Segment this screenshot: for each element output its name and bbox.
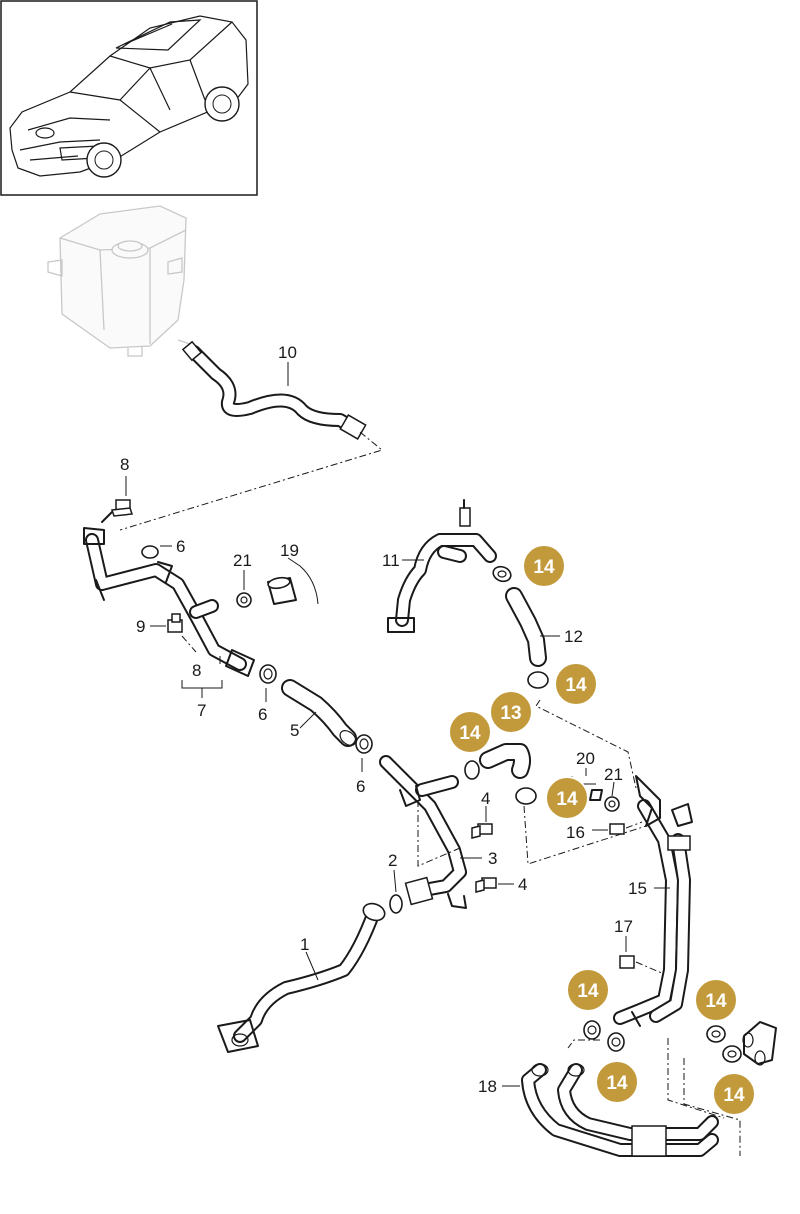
hose-18: 18	[478, 1063, 719, 1157]
label-21-right: 21	[604, 765, 623, 784]
clamp-14-lower-left-1	[583, 1020, 601, 1040]
svg-text:14: 14	[533, 557, 555, 578]
clamp-14-top	[492, 565, 512, 583]
svg-text:14: 14	[705, 991, 727, 1012]
badge-14-d: 14	[545, 776, 589, 820]
svg-text:14: 14	[606, 1073, 628, 1094]
svg-text:14: 14	[577, 981, 599, 1002]
label-5: 5	[290, 721, 299, 740]
label-group-7: 8 7	[181, 656, 223, 720]
clamp-6-top: 6	[141, 537, 185, 559]
label-21-left: 21	[233, 551, 252, 570]
badge-14-a: 14	[522, 544, 566, 588]
connection-line-18	[567, 1038, 741, 1156]
label-1: 1	[300, 935, 309, 954]
hose-10: 10	[181, 340, 367, 440]
svg-text:14: 14	[723, 1085, 745, 1106]
expansion-tank	[47, 205, 191, 357]
clamp-14-lower-right-1	[706, 1025, 726, 1043]
label-11: 11	[382, 551, 400, 570]
clamp-6-lower: 6	[355, 734, 373, 796]
connection-line-13	[523, 805, 647, 865]
hose-5: 5	[281, 679, 357, 747]
label-10: 10	[278, 343, 297, 362]
badge-14-f: 14	[694, 978, 738, 1022]
svg-text:14: 14	[556, 789, 578, 810]
badge-14-g: 14	[595, 1060, 639, 1104]
connection-line-10	[119, 431, 384, 531]
pipe-3: 3	[379, 755, 497, 909]
svg-text:14: 14	[565, 675, 587, 696]
clamp-21-right: 21	[604, 765, 623, 812]
hose-13	[464, 743, 537, 805]
clamp-14-lower-right-2	[722, 1045, 742, 1063]
hose-12: 12	[505, 587, 583, 689]
badge-14-h: 14	[712, 1072, 756, 1116]
pipe-1: 1	[217, 902, 386, 1053]
connection-line-12	[535, 699, 637, 789]
badge-14-c: 14	[448, 710, 492, 754]
vehicle-thumbnail	[0, 0, 258, 196]
bolt-8-top: 8	[101, 455, 134, 523]
label-15: 15	[628, 879, 647, 898]
label-3: 3	[488, 849, 497, 868]
label-7: 7	[197, 701, 206, 720]
fitting-right	[742, 1021, 777, 1066]
badge-14-b: 14	[554, 662, 598, 706]
label-2: 2	[388, 851, 397, 870]
bolt-17: 17	[614, 917, 665, 975]
label-6-top: 6	[176, 537, 185, 556]
label-4-lower: 4	[518, 875, 527, 894]
svg-text:13: 13	[500, 703, 521, 724]
label-20: 20	[576, 749, 595, 768]
label-19: 19	[280, 541, 299, 560]
badge-13: 13	[489, 690, 533, 734]
bolt-9: 9	[136, 613, 197, 653]
hose-19: 19	[267, 541, 319, 605]
bolt-4-lower: 4	[475, 875, 527, 894]
label-4-upper: 4	[481, 789, 490, 808]
label-17: 17	[614, 917, 633, 936]
badge-14-e: 14	[566, 968, 610, 1012]
bolt-4-upper: 4	[471, 789, 493, 839]
bolt-16: 16	[566, 821, 643, 842]
label-16: 16	[566, 823, 585, 842]
pipe-7	[83, 527, 255, 677]
clamp-21-left: 21	[233, 551, 252, 608]
label-6-lower: 6	[356, 777, 365, 796]
svg-text:14: 14	[459, 723, 481, 744]
seal-2: 2	[388, 851, 403, 914]
label-9: 9	[136, 617, 145, 636]
pipe-15: 15	[613, 775, 693, 1027]
clamp-6-middle: 6	[258, 664, 277, 724]
label-6-middle: 6	[258, 705, 267, 724]
label-18: 18	[478, 1077, 497, 1096]
clamp-14-lower-left-2	[607, 1032, 625, 1052]
label-12: 12	[564, 627, 583, 646]
label-8-bottom: 8	[192, 661, 201, 680]
label-8-top: 8	[120, 455, 129, 474]
pipe-11: 11	[382, 499, 497, 633]
